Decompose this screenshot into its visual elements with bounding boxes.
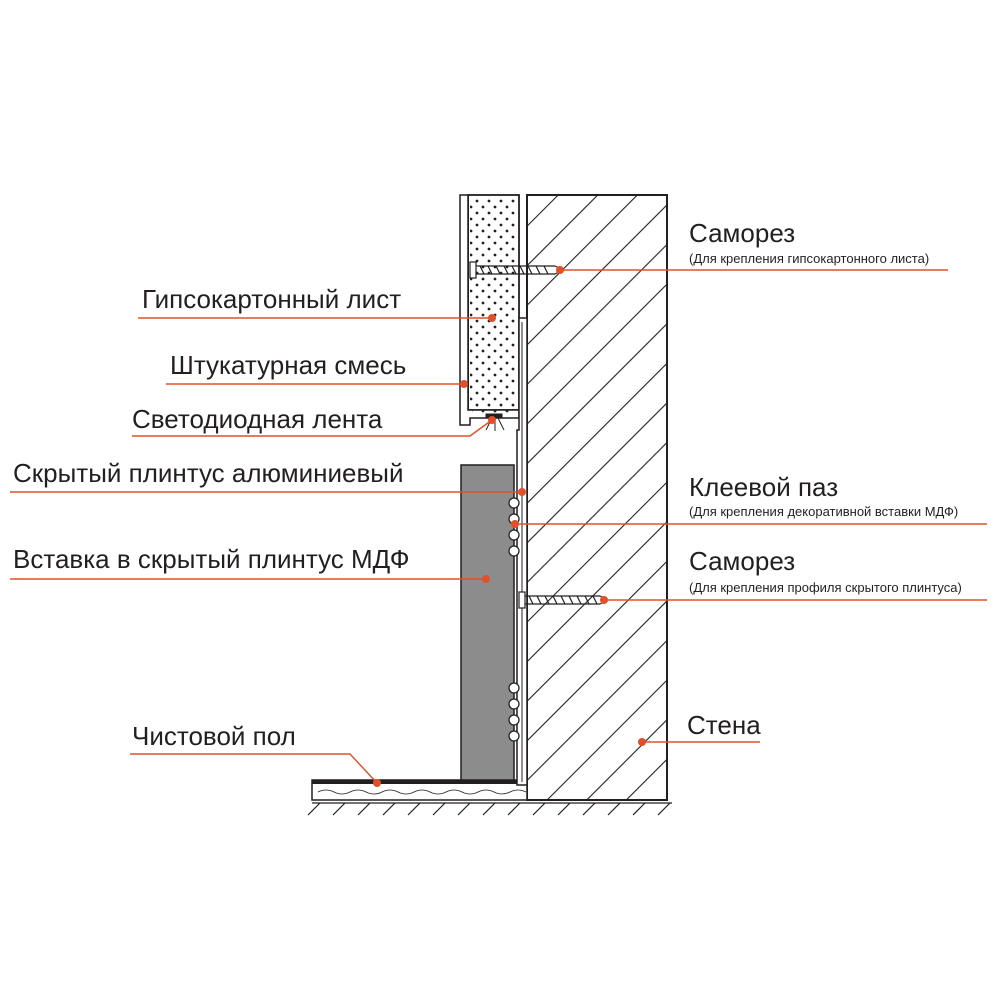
label-screw-bottom-title: Саморез <box>689 546 795 576</box>
aluminium-plinth-profile <box>516 317 528 786</box>
label-led-strip: Светодиодная лента <box>132 404 383 434</box>
leader-led <box>132 419 493 437</box>
ground-hatch <box>307 802 672 816</box>
leader-lines <box>10 269 987 784</box>
dot-mdf <box>482 575 490 583</box>
mdf-insert <box>460 464 515 781</box>
leader-dots <box>373 266 646 787</box>
dot-plaster <box>460 380 468 388</box>
label-plaster: Штукатурная смесь <box>170 350 406 380</box>
drywall-sheet <box>467 194 520 411</box>
screw-bottom <box>518 591 610 609</box>
screw-top <box>469 261 565 279</box>
dot-drywall <box>488 314 496 322</box>
label-glue-groove-title: Клеевой паз <box>689 472 838 502</box>
dot-wall <box>638 738 646 746</box>
label-screw-bottom-note: (Для крепления профиля скрытого плинтуса… <box>689 580 962 595</box>
wall-section <box>526 194 668 801</box>
label-finish-floor: Чистовой пол <box>132 721 296 751</box>
label-mdf-insert: Вставка в скрытый плинтус МДФ <box>13 544 410 574</box>
finish-floor <box>311 779 528 801</box>
dot-led <box>488 416 496 424</box>
dot-glue <box>511 520 519 528</box>
label-wall: Стена <box>687 710 761 740</box>
dot-floor <box>373 779 381 787</box>
label-hidden-plinth: Скрытый плинтус алюминиевый <box>13 458 404 488</box>
label-screw-top-title: Саморез <box>689 218 795 248</box>
dot-plinth <box>518 488 526 496</box>
label-drywall: Гипсокартонный лист <box>142 284 401 314</box>
leader-floor <box>130 753 378 784</box>
dot-screw-top <box>556 266 564 274</box>
label-glue-groove-note: (Для крепления декоративной вставки МДФ) <box>689 504 958 519</box>
label-screw-top-note: (Для крепления гипсокартонного листа) <box>689 251 929 266</box>
dot-screw-bottom <box>600 596 608 604</box>
